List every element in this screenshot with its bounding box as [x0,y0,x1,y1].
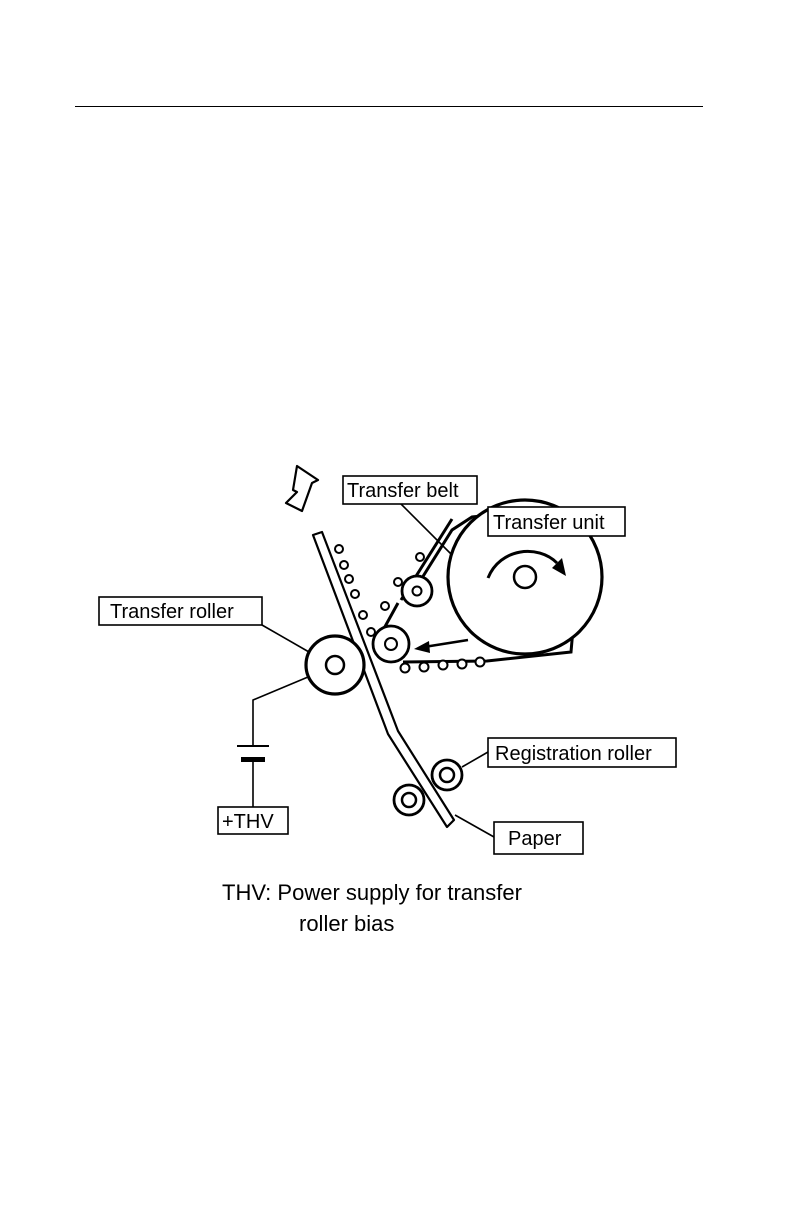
registration-roller-upper-hub [440,768,454,782]
idler-roller-hub [413,587,422,596]
battery-plate-short [241,757,265,762]
belt-direction-arrowhead [414,641,430,653]
transfer-roller-label: Transfer roller [110,601,234,623]
caption-line-2: roller bias [299,911,394,936]
paper-exit-arrow-icon [286,466,318,511]
registration-roller-label: Registration roller [495,743,652,765]
belt-drive-roller-hub [385,638,397,650]
thv-wire [253,677,308,807]
transfer-belt-label: Transfer belt [347,480,459,502]
transfer-unit-label: Transfer unit [493,512,605,534]
paper-label: Paper [508,828,562,850]
belt-direction-arrow-icon [424,640,468,647]
registration-roller-lower-hub [402,793,416,807]
transfer-unit-hub [514,566,536,588]
caption-line-1: THV: Power supply for transfer [222,880,522,905]
thv-label: +THV [222,811,274,833]
transfer-roller-hub [326,656,344,674]
